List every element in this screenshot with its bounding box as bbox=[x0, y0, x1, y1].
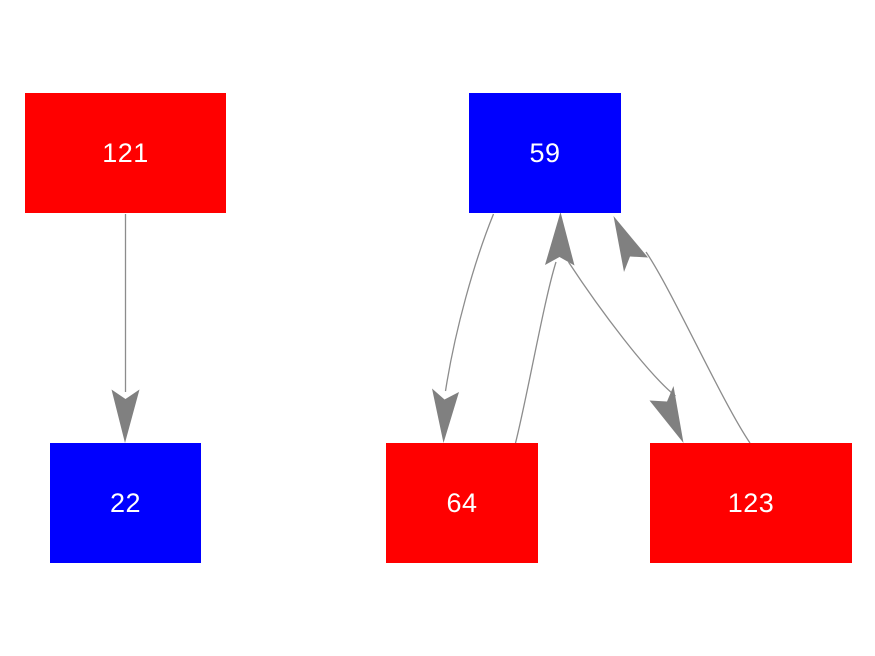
edge-59-to-64 bbox=[432, 213, 495, 443]
edge-123-to-59 bbox=[613, 216, 751, 444]
edge-64-to-59-path bbox=[514, 261, 557, 444]
edge-59-to-64-path bbox=[444, 213, 495, 392]
graph-node-121[interactable]: 121 bbox=[25, 93, 226, 213]
edge-59-to-123 bbox=[567, 261, 684, 443]
graph-node-label: 22 bbox=[109, 487, 142, 518]
edge-59-to-123-arrowhead bbox=[649, 386, 684, 443]
edge-59-to-123-path bbox=[567, 261, 676, 397]
graph-node-22[interactable]: 22 bbox=[50, 443, 201, 563]
edge-121-to-22-arrowhead bbox=[111, 389, 140, 443]
graph-node-label: 64 bbox=[446, 487, 478, 518]
graph-node-label: 121 bbox=[102, 137, 149, 168]
graph-node-59[interactable]: 59 bbox=[469, 93, 621, 213]
graph-node-label: 123 bbox=[727, 487, 775, 518]
edge-64-to-59-arrowhead bbox=[545, 212, 575, 266]
edge-121-to-22 bbox=[111, 214, 140, 443]
edge-59-to-64-arrowhead bbox=[432, 388, 459, 443]
graph-node-label: 59 bbox=[529, 137, 561, 168]
graph-node-123[interactable]: 123 bbox=[650, 443, 852, 563]
graph-node-64[interactable]: 64 bbox=[386, 443, 538, 563]
edge-64-to-59 bbox=[514, 212, 575, 444]
edge-123-to-59-arrowhead bbox=[613, 216, 648, 272]
edge-123-to-59-path bbox=[645, 251, 751, 444]
